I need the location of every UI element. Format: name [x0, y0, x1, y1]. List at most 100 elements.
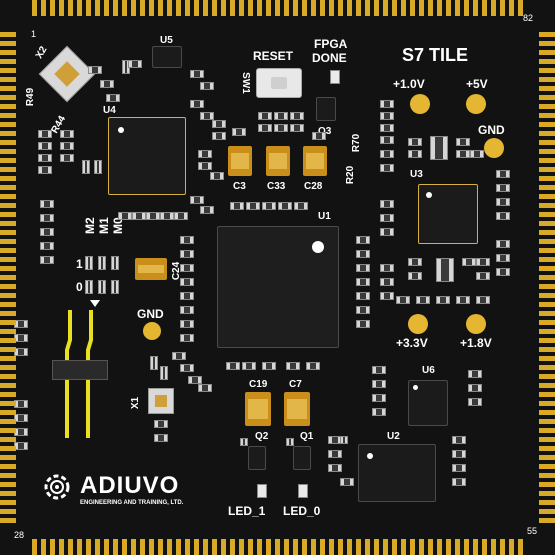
smd-passive	[380, 214, 394, 222]
edge-pad-left	[0, 266, 16, 271]
capacitor-c7	[284, 392, 310, 426]
edge-pad-top	[419, 0, 424, 16]
edge-pad-bottom	[473, 539, 478, 555]
edge-pad-left	[0, 149, 16, 154]
smd-passive	[198, 384, 212, 392]
smd-passive	[190, 196, 204, 204]
smd-passive	[452, 436, 466, 444]
header-pin-right[interactable]	[86, 310, 96, 438]
smd-passive	[380, 278, 394, 286]
v1-8-label: +1.8V	[460, 336, 492, 350]
smd-passive	[14, 414, 28, 422]
edge-pad-top	[158, 0, 163, 16]
fpga-u1	[217, 226, 339, 348]
edge-pad-right	[539, 365, 555, 370]
smd-passive	[38, 166, 52, 174]
edge-pad-bottom	[374, 539, 379, 555]
edge-pad-right	[539, 230, 555, 235]
mode-row-0-label: 0	[76, 280, 83, 294]
edge-pad-left	[0, 482, 16, 487]
edge-pad-bottom	[428, 539, 433, 555]
smd-passive	[380, 292, 394, 300]
done-label: DONE	[312, 51, 347, 65]
edge-pad-bottom	[410, 539, 415, 555]
smd-passive	[82, 160, 90, 174]
label-u4: U4	[103, 105, 116, 116]
smd-passive	[430, 136, 448, 160]
reset-button[interactable]	[256, 68, 302, 98]
edge-pad-bottom	[104, 539, 109, 555]
smd-passive	[154, 434, 168, 442]
edge-pad-right	[539, 95, 555, 100]
edge-pad-top	[212, 0, 217, 16]
edge-pad-top	[365, 0, 370, 16]
edge-pad-left	[0, 320, 16, 325]
edge-pad-bottom	[212, 539, 217, 555]
edge-pad-left	[0, 365, 16, 370]
edge-pad-left	[0, 158, 16, 163]
edge-pad-bottom	[158, 539, 163, 555]
edge-pad-left	[0, 374, 16, 379]
ic-u6	[408, 380, 448, 426]
edge-pad-top	[176, 0, 181, 16]
edge-pad-right	[539, 482, 555, 487]
edge-pad-bottom	[482, 539, 487, 555]
smd-passive	[356, 278, 370, 286]
edge-pad-bottom	[509, 539, 514, 555]
edge-pad-bottom	[68, 539, 73, 555]
smd-passive	[456, 150, 470, 158]
edge-pad-top	[383, 0, 388, 16]
smd-passive	[94, 160, 102, 174]
smd-passive	[198, 150, 212, 158]
smd-passive	[240, 438, 248, 446]
edge-pad-top	[446, 0, 451, 16]
edge-pad-right	[539, 275, 555, 280]
edge-pad-top	[140, 0, 145, 16]
edge-pad-bottom	[311, 539, 316, 555]
brand-name: ADIUVO	[80, 472, 180, 499]
edge-pad-left	[0, 113, 16, 118]
edge-pad-top	[41, 0, 46, 16]
adiuvo-gear-logo-icon	[40, 470, 74, 504]
edge-pad-bottom	[230, 539, 235, 555]
smd-passive	[290, 124, 304, 132]
edge-pad-top	[311, 0, 316, 16]
label-c33: C33	[267, 181, 286, 192]
edge-pad-right	[539, 464, 555, 469]
smd-passive	[150, 356, 158, 370]
edge-pad-top	[185, 0, 190, 16]
smd-passive	[372, 366, 386, 374]
edge-pad-top	[203, 0, 208, 16]
edge-pad-right	[539, 410, 555, 415]
edge-pad-right	[539, 167, 555, 172]
smd-passive	[174, 212, 188, 220]
edge-pad-right	[539, 239, 555, 244]
edge-pad-right	[539, 149, 555, 154]
label-q2: Q2	[255, 431, 269, 442]
smd-passive	[356, 236, 370, 244]
edge-pad-top	[482, 0, 487, 16]
edge-pad-right	[539, 302, 555, 307]
edge-pad-right	[539, 140, 555, 145]
edge-pad-right	[539, 374, 555, 379]
edge-pad-top	[257, 0, 262, 16]
label-u5: U5	[160, 35, 173, 46]
edge-pad-left	[0, 302, 16, 307]
smd-passive	[286, 438, 294, 446]
edge-pad-top	[356, 0, 361, 16]
header-pin-left[interactable]	[65, 310, 75, 438]
label-u2: U2	[387, 431, 400, 442]
smd-passive	[380, 136, 394, 144]
edge-pad-bottom	[446, 539, 451, 555]
smd-passive	[274, 124, 288, 132]
smd-passive	[274, 112, 288, 120]
smd-passive	[180, 264, 194, 272]
edge-pad-left	[0, 140, 16, 145]
label-u1: U1	[318, 211, 331, 222]
edge-pad-bottom	[275, 539, 280, 555]
smd-passive	[154, 420, 168, 428]
edge-pad-bottom	[203, 539, 208, 555]
label-q1: Q1	[300, 431, 314, 442]
edge-pad-right	[539, 59, 555, 64]
